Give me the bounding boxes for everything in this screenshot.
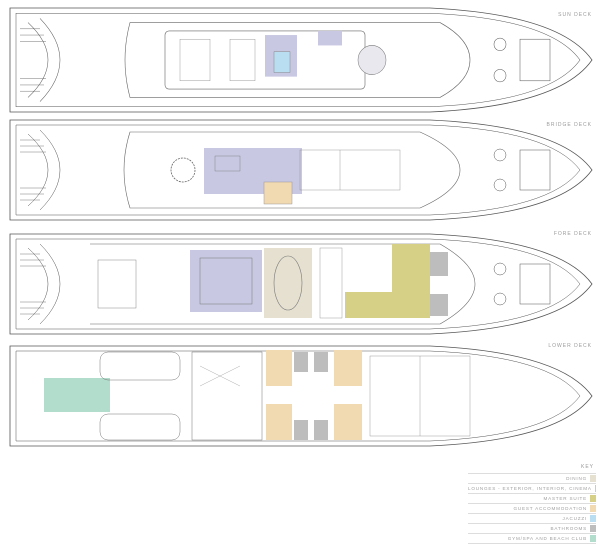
legend-item-guest-accommodation: GUEST ACCOMMODATION: [468, 503, 596, 513]
deck-label-bridge: BRIDGE DECK: [546, 122, 592, 128]
legend-item-lounges: LOUNGES - EXTERIOR, INTERIOR, CINEMA: [468, 483, 596, 493]
deck-label-fore: FORE DECK: [553, 231, 592, 237]
fore-deck-plan: [9, 233, 593, 335]
legend-item-gym-spa: GYM/SPA AND BEACH CLUB: [468, 533, 596, 544]
lower-deck-plan: [9, 345, 593, 447]
deck-label-lower: LOWER DECK: [548, 343, 592, 349]
bridge-deck-plan: [9, 119, 593, 221]
legend-item-master-suite: MASTER SUITE: [468, 493, 596, 503]
deck-label-sun: SUN DECK: [558, 12, 592, 18]
legend-item-dining: DINING: [468, 473, 596, 483]
legend-item-bathrooms: BATHROOMS: [468, 523, 596, 533]
legend-title: KEY: [580, 464, 594, 470]
sun-deck-plan: [9, 7, 593, 113]
legend-item-jacuzzi: JACUZZI: [468, 513, 596, 523]
legend: KEY DINING LOUNGES - EXTERIOR, INTERIOR,…: [468, 464, 596, 544]
